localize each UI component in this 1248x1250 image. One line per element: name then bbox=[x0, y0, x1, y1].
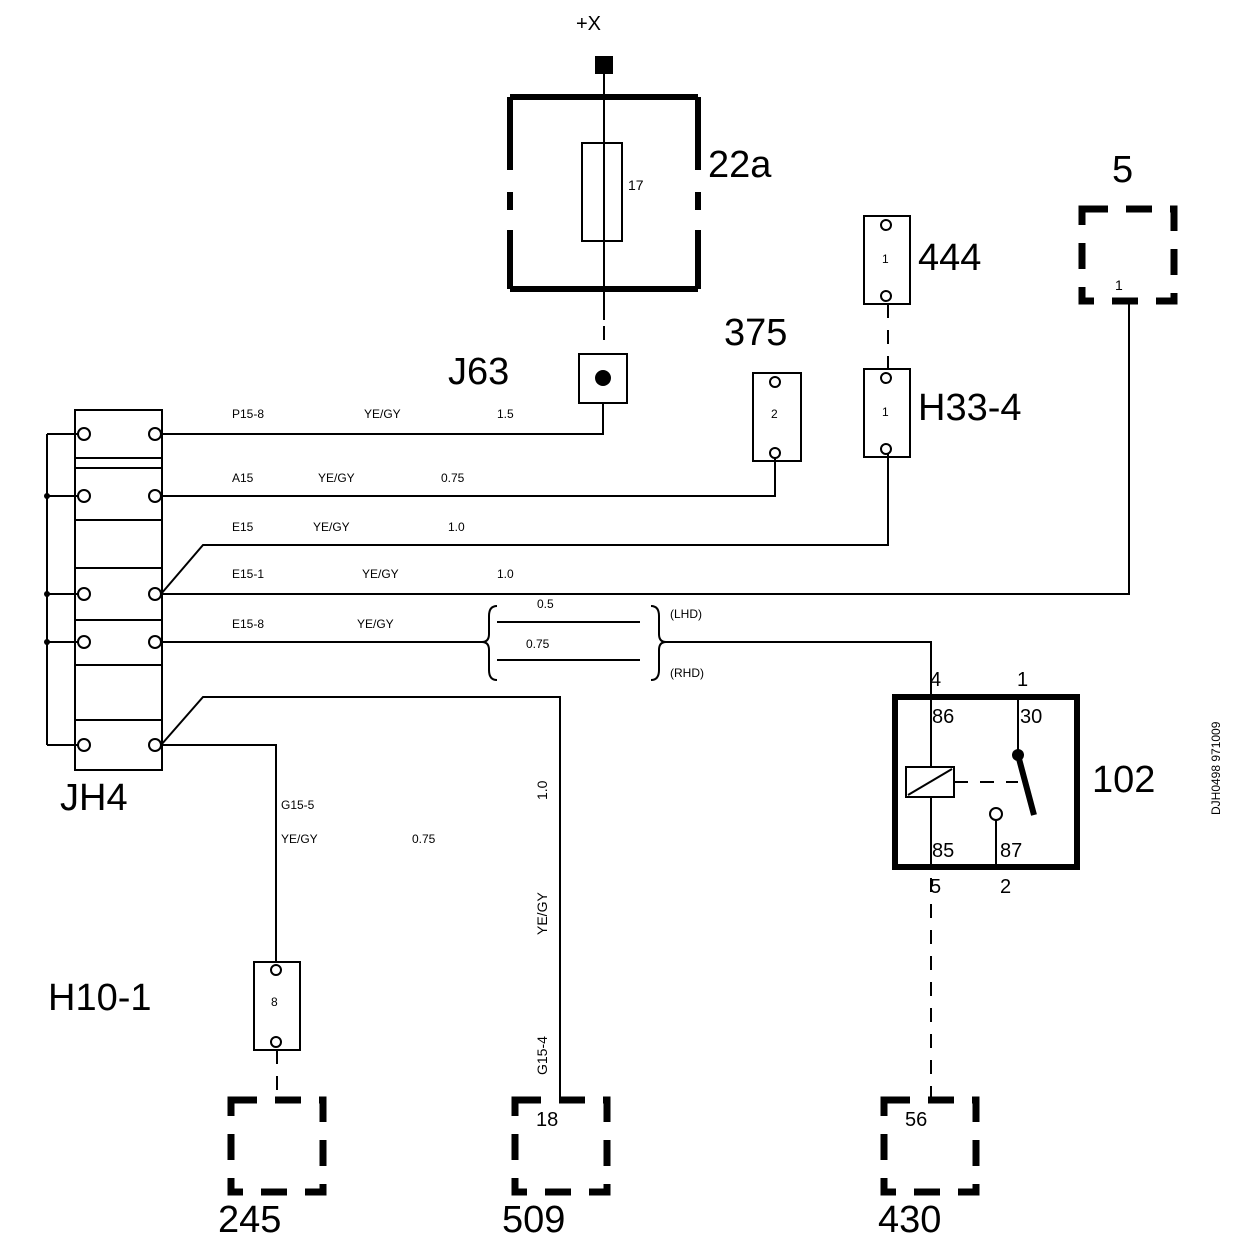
unit-430-box bbox=[880, 1096, 980, 1196]
connector-h10-1-pin: 8 bbox=[271, 995, 278, 1009]
wire-e15 bbox=[160, 454, 889, 595]
wire-e15-8-id: E15-8 bbox=[232, 617, 264, 631]
unit-5-pin: 1 bbox=[1115, 277, 1123, 293]
wire-g15-5-size: 0.75 bbox=[412, 832, 436, 846]
wire-e15-color: YE/GY bbox=[313, 520, 350, 534]
relay-pin-30: 30 bbox=[1020, 706, 1042, 728]
relay-pin-85: 85 bbox=[932, 840, 954, 862]
relay-pin-bottom-left: 5 bbox=[930, 876, 941, 898]
connector-375 bbox=[752, 372, 802, 462]
wire-e15-1 bbox=[161, 298, 1130, 595]
relay-pin-top-right: 1 bbox=[1017, 669, 1028, 691]
fuse-element bbox=[581, 142, 623, 242]
wire-p15-8-id: P15-8 bbox=[232, 407, 264, 421]
relay-pin-bottom-right: 2 bbox=[1000, 876, 1011, 898]
wire-e15-8-to-relay bbox=[666, 641, 932, 700]
fuse-box-label: 22a bbox=[708, 144, 772, 186]
wire-e15-8-size-rhd: 0.75 bbox=[526, 637, 550, 651]
unit-509-label: 509 bbox=[502, 1199, 565, 1241]
relay-102-label: 102 bbox=[1092, 759, 1155, 801]
wire-e15-8-size-lhd: 0.5 bbox=[537, 597, 554, 611]
connector-375-pin: 2 bbox=[771, 407, 778, 421]
lhd-label: (LHD) bbox=[670, 607, 702, 621]
unit-5-box bbox=[1078, 205, 1178, 305]
relay-switch-arm bbox=[1015, 754, 1037, 816]
j63-label: J63 bbox=[448, 351, 509, 393]
wire-p15-8-size: 1.5 bbox=[497, 407, 514, 421]
wire-g15-4-id: G15-4 bbox=[534, 1036, 550, 1075]
wire-a15-id: A15 bbox=[232, 471, 254, 485]
unit-245-label: 245 bbox=[218, 1199, 281, 1241]
unit-245-box bbox=[227, 1096, 327, 1196]
connector-444-label: 444 bbox=[918, 237, 981, 279]
wire-a15 bbox=[161, 458, 776, 497]
unit-430-label: 430 bbox=[878, 1199, 941, 1241]
unit-5-label: 5 bbox=[1112, 149, 1133, 191]
wire-g15-4 bbox=[160, 696, 561, 1100]
wire-a15-size: 0.75 bbox=[441, 471, 465, 485]
fuse-box-22a bbox=[507, 94, 701, 292]
h10-1-label: H10-1 bbox=[48, 977, 152, 1019]
connector-375-label: 375 bbox=[724, 312, 787, 354]
relay-102-box bbox=[892, 694, 1080, 870]
jh4-junction bbox=[44, 409, 163, 771]
relay-pin-86: 86 bbox=[932, 706, 954, 728]
wire-e15-size: 1.0 bbox=[448, 520, 465, 534]
supply-terminal bbox=[595, 56, 613, 74]
drawing-reference: DJH0498 971009 bbox=[1209, 721, 1223, 815]
wire-g15-5-color: YE/GY bbox=[281, 832, 318, 846]
wire-e15-1-size: 1.0 bbox=[497, 567, 514, 581]
wire-e15-id: E15 bbox=[232, 520, 254, 534]
fuse-number: 17 bbox=[628, 177, 644, 193]
unit-509-box bbox=[511, 1096, 611, 1196]
wire-g15-4-size: 1.0 bbox=[534, 780, 550, 800]
wire-p15-8-color: YE/GY bbox=[364, 407, 401, 421]
wire-g15-5-id: G15-5 bbox=[281, 798, 315, 812]
supply-label: +X bbox=[576, 13, 601, 35]
connector-h33-4-label: H33-4 bbox=[918, 387, 1022, 429]
connector-h10-1 bbox=[253, 961, 301, 1051]
connector-444-pin: 1 bbox=[882, 252, 889, 266]
wire-e15-1-id: E15-1 bbox=[232, 567, 264, 581]
jh4-label: JH4 bbox=[60, 777, 128, 819]
unit-509-pin: 18 bbox=[536, 1109, 558, 1131]
wire-g15-4-color: YE/GY bbox=[534, 892, 550, 935]
lhd-rhd-brace bbox=[481, 605, 667, 681]
wire-p15-8 bbox=[161, 403, 604, 435]
connector-h33-4-pin: 1 bbox=[882, 405, 889, 419]
unit-430-pin: 56 bbox=[905, 1109, 927, 1131]
wire-e15-8-color: YE/GY bbox=[357, 617, 394, 631]
wire-a15-color: YE/GY bbox=[318, 471, 355, 485]
j63-pin bbox=[595, 370, 611, 386]
relay-pin-top-left: 4 bbox=[930, 669, 941, 691]
wire-g15-5 bbox=[161, 744, 277, 965]
relay-pin-87: 87 bbox=[1000, 840, 1022, 862]
rhd-label: (RHD) bbox=[670, 666, 704, 680]
wire-e15-1-color: YE/GY bbox=[362, 567, 399, 581]
